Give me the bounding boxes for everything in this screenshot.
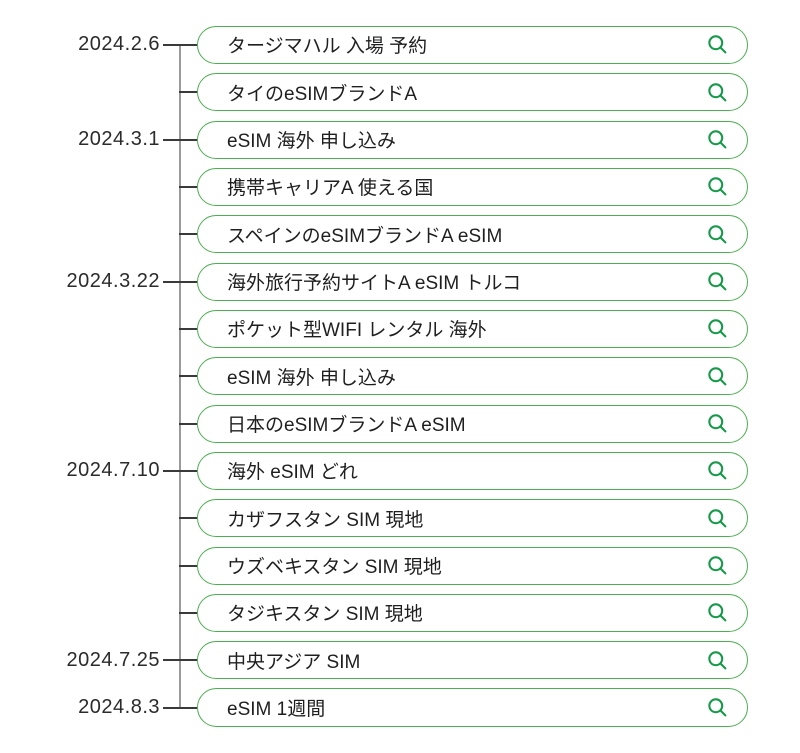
connector-tick: [179, 611, 197, 614]
search-icon[interactable]: [706, 365, 729, 388]
date-label: 2024.2.6: [78, 33, 160, 56]
date-label: [0, 69, 160, 116]
timeline-rows: 2024.2.6 タージマハル 入場 予約 タイのeSIMブランドA 2024.…: [0, 21, 800, 731]
search-query-pill[interactable]: 携帯キャリアA 使える国: [197, 167, 748, 207]
date-label: [0, 211, 160, 258]
search-query-pill[interactable]: 海外 eSIM どれ: [197, 451, 748, 490]
timeline-row: 2024.7.25 中央アジア SIM: [0, 637, 800, 684]
connector-tick: [163, 280, 197, 283]
connector-tick: [179, 91, 197, 94]
search-query-pill[interactable]: タイのeSIMブランドA: [197, 73, 748, 112]
date-label: 2024.7.10: [66, 459, 160, 482]
search-query-text: 中央アジア SIM: [227, 651, 361, 673]
connector-tick: [179, 233, 197, 236]
search-query-text: 日本のeSIMブランドA eSIM: [227, 415, 466, 437]
date-label: [0, 305, 160, 352]
search-icon[interactable]: [706, 554, 729, 577]
timeline-row: タイのeSIMブランドA: [0, 69, 800, 116]
search-query-text: 海外旅行予約サイトA eSIM トルコ: [227, 273, 522, 295]
search-icon[interactable]: [706, 175, 729, 198]
timeline-row: 2024.7.10 海外 eSIM どれ: [0, 447, 800, 494]
search-query-pill[interactable]: スペインのeSIMブランドA eSIM: [197, 215, 748, 254]
search-query-pill[interactable]: タジキスタン SIM 現地: [197, 593, 748, 632]
search-query-text: タージマハル 入場 予約: [227, 36, 428, 58]
timeline-row: ポケット型WIFI レンタル 海外: [0, 305, 800, 352]
timeline-row: スペインのeSIMブランドA eSIM: [0, 211, 800, 258]
connector-tick: [163, 469, 197, 472]
search-query-pill[interactable]: 海外旅行予約サイトA eSIM トルコ: [197, 262, 748, 301]
connector-tick: [163, 43, 197, 46]
connector-tick: [163, 138, 197, 141]
search-query-text: eSIM 海外 申し込み: [227, 131, 396, 153]
date-label: [0, 400, 160, 447]
search-query-text: タイのeSIMブランドA: [227, 83, 418, 105]
date-label: 2024.3.1: [78, 128, 160, 151]
search-icon[interactable]: [706, 507, 729, 530]
date-label: [0, 353, 160, 400]
search-query-pill[interactable]: eSIM 海外 申し込み: [197, 357, 748, 396]
search-query-pill[interactable]: 日本のeSIMブランドA eSIM: [197, 404, 748, 443]
search-query-text: 海外 eSIM どれ: [227, 462, 358, 484]
connector-tick: [179, 185, 197, 188]
search-query-text: スペインのeSIMブランドA eSIM: [227, 225, 503, 247]
search-icon[interactable]: [706, 81, 729, 104]
search-query-pill[interactable]: ウズベキスタン SIM 現地: [197, 546, 748, 585]
search-query-text: eSIM 海外 申し込み: [227, 367, 396, 389]
timeline-row: ウズベキスタン SIM 現地: [0, 542, 800, 589]
date-label: [0, 495, 160, 542]
search-icon[interactable]: [706, 696, 729, 719]
timeline-row: カザフスタン SIM 現地: [0, 495, 800, 542]
connector-tick: [163, 659, 197, 662]
search-icon[interactable]: [706, 649, 729, 672]
search-query-text: カザフスタン SIM 現地: [227, 509, 424, 531]
date-label: [0, 589, 160, 636]
timeline-row: 2024.2.6 タージマハル 入場 予約: [0, 21, 800, 68]
connector-tick: [179, 517, 197, 520]
connector-tick: [179, 564, 197, 567]
search-icon[interactable]: [706, 33, 729, 56]
date-label: [0, 542, 160, 589]
search-query-text: 携帯キャリアA 使える国: [227, 178, 434, 200]
date-label: 2024.7.25: [66, 648, 160, 671]
search-query-text: eSIM 1週間: [227, 699, 326, 721]
timeline-row: 日本のeSIMブランドA eSIM: [0, 400, 800, 447]
connector-tick: [179, 327, 197, 330]
search-query-text: ポケット型WIFI レンタル 海外: [227, 320, 487, 342]
search-query-pill[interactable]: カザフスタン SIM 現地: [197, 499, 748, 538]
search-icon[interactable]: [706, 270, 729, 293]
timeline-row: 2024.3.1 eSIM 海外 申し込み: [0, 116, 800, 163]
search-icon[interactable]: [706, 223, 729, 246]
search-icon[interactable]: [706, 459, 729, 482]
connector-tick: [179, 375, 197, 378]
date-label: [0, 163, 160, 210]
date-label: 2024.3.22: [66, 270, 160, 293]
search-icon[interactable]: [706, 128, 729, 151]
connector-tick: [163, 706, 197, 709]
timeline-row: 2024.8.3 eSIM 1週間: [0, 684, 800, 731]
date-label: 2024.8.3: [78, 696, 160, 719]
timeline-row: 2024.3.22 海外旅行予約サイトA eSIM トルコ: [0, 258, 800, 305]
search-query-text: ウズベキスタン SIM 現地: [227, 557, 442, 579]
timeline-row: タジキスタン SIM 現地: [0, 589, 800, 636]
search-icon[interactable]: [706, 412, 729, 435]
search-query-pill[interactable]: 中央アジア SIM: [197, 641, 748, 680]
search-icon[interactable]: [706, 317, 729, 340]
search-query-pill[interactable]: ポケット型WIFI レンタル 海外: [197, 309, 748, 348]
timeline-row: 携帯キャリアA 使える国: [0, 163, 800, 210]
search-icon[interactable]: [706, 601, 729, 624]
search-query-pill[interactable]: eSIM 1週間: [197, 688, 748, 727]
connector-tick: [179, 422, 197, 425]
search-query-pill[interactable]: eSIM 海外 申し込み: [197, 120, 748, 159]
search-query-pill[interactable]: タージマハル 入場 予約: [197, 25, 748, 65]
search-query-text: タジキスタン SIM 現地: [227, 604, 423, 626]
timeline-row: eSIM 海外 申し込み: [0, 353, 800, 400]
